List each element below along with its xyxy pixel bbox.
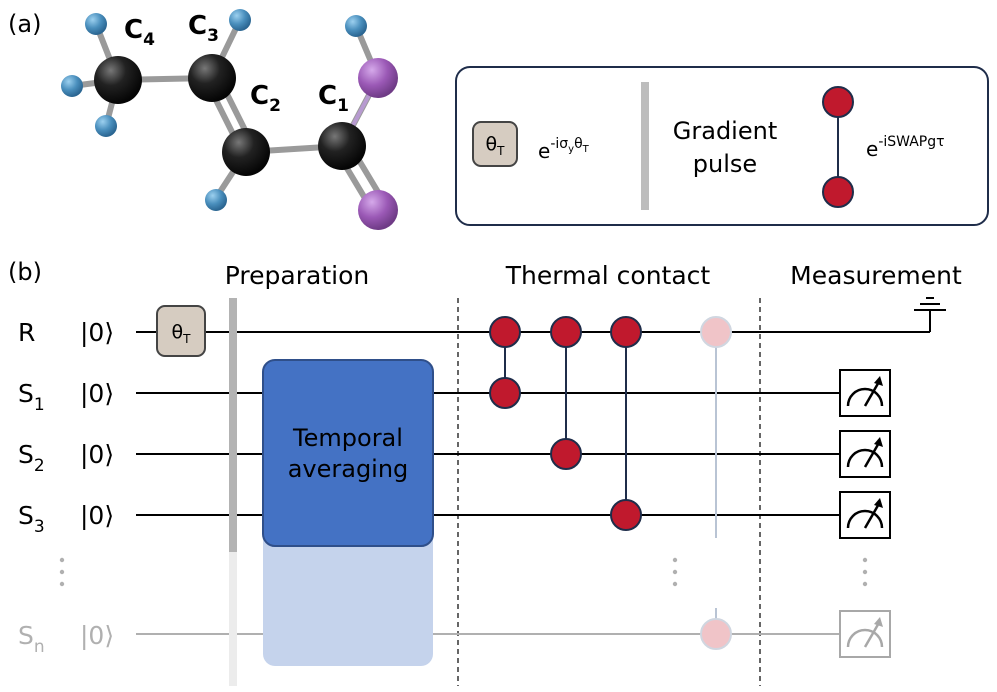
ket-sn: |0⟩ [80, 621, 114, 650]
legend-iswap-dot-top [822, 86, 854, 118]
carbon-label-c2: C2 [250, 81, 281, 116]
temporal-averaging-label-2: averaging [288, 455, 409, 483]
legend-gradient-pulse-bar [641, 82, 649, 210]
hydrogen-atom [205, 189, 227, 211]
purple-atom [358, 190, 398, 230]
carbon-atom-c2 [222, 128, 270, 176]
ket-r: |0⟩ [80, 318, 114, 347]
meter-icon [839, 369, 891, 417]
hydrogen-atom [229, 9, 251, 31]
hydrogen-atom [61, 75, 83, 97]
meter-icon [839, 610, 891, 658]
legend-frame [455, 66, 989, 226]
meter-icon [839, 491, 891, 539]
iswap-dot-sn [700, 618, 732, 650]
temporal-averaging-label-1: Temporal [292, 424, 403, 452]
gradient-pulse-bar-faded [229, 552, 237, 686]
carbon-atom-c4 [94, 56, 142, 104]
panel-b-label: (b) [8, 258, 42, 286]
carbon-label-c4: C4 [124, 15, 155, 50]
qubit-label-s3: S3 [18, 501, 45, 537]
purple-atom [358, 58, 398, 98]
meter-icon [839, 430, 891, 478]
hydrogen-atom [85, 13, 107, 35]
iswap-dot-r-n [700, 316, 732, 348]
ket-s3: |0⟩ [80, 501, 114, 530]
carbon-atom-c3 [188, 54, 236, 102]
iswap-dot-s1 [489, 377, 521, 409]
panel-a-label: (a) [8, 10, 41, 38]
molecule [61, 9, 398, 230]
iswap-dot-s2 [550, 438, 582, 470]
ground-icon [914, 297, 946, 311]
legend-gradient-label-2: pulse [693, 150, 757, 178]
section-preparation: Preparation [225, 261, 369, 290]
ellipsis-interactions [672, 557, 678, 587]
legend-iswap-dot-bottom [822, 176, 854, 208]
rotation-gate [156, 305, 206, 357]
legend-rotation-gate-label: θT [486, 133, 506, 158]
carbon-atom-c1 [318, 122, 366, 170]
ket-s1: |0⟩ [80, 379, 114, 408]
section-measurement: Measurement [790, 261, 962, 290]
carbon-label-c3: C3 [188, 11, 219, 46]
ket-s2: |0⟩ [80, 440, 114, 469]
legend-gradient-label-1: Gradient [673, 117, 777, 145]
iswap-dot-s3 [610, 499, 642, 531]
qubit-label-r: R [18, 318, 35, 347]
temporal-averaging-block [262, 359, 434, 547]
qubit-label-s1: S1 [18, 379, 45, 415]
legend-iswap-expression: e-iSWAPgτ [866, 134, 945, 161]
ellipsis-measurements [862, 557, 868, 587]
section-thermal-contact: Thermal contact [505, 261, 711, 290]
hydrogen-atom [345, 15, 367, 37]
rotation-gate-label: θT [172, 321, 192, 346]
iswap-dot-r-2 [550, 316, 582, 348]
legend-rotation-expression: e-iσyθT [538, 136, 590, 163]
hydrogen-atom [95, 115, 117, 137]
qubit-label-s2: S2 [18, 440, 45, 476]
qubit-label-sn: Sn [18, 621, 45, 657]
carbon-label-c1: C1 [318, 81, 349, 116]
iswap-dot-r-3 [610, 316, 642, 348]
ellipsis-qubits [59, 557, 65, 587]
iswap-dot-r-1 [489, 316, 521, 348]
legend-box: θT e-iσyθT Gradient pulse e-iSWAPgτ [455, 66, 989, 226]
legend-rotation-gate [472, 121, 518, 167]
gradient-pulse-bar [229, 298, 237, 552]
